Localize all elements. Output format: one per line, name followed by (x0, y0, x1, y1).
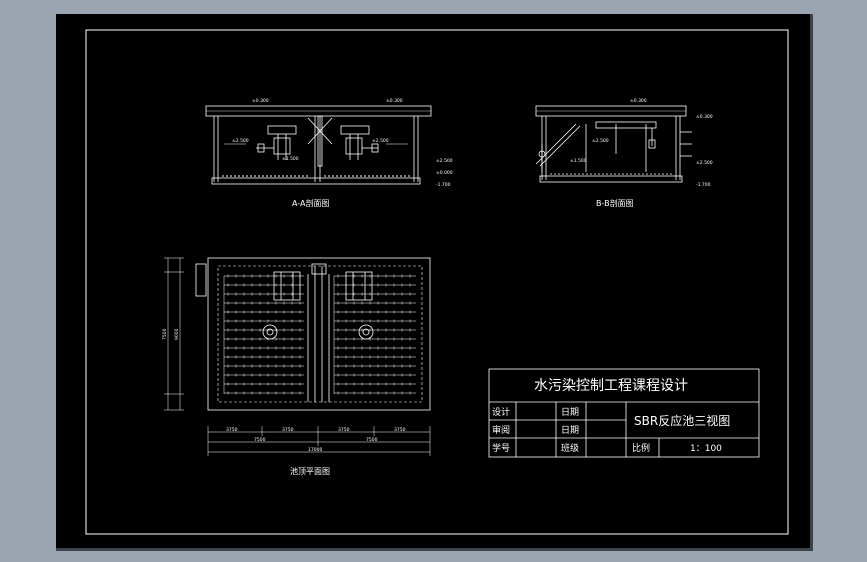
plan-dim-h-4: 3750 (394, 427, 406, 433)
title-label-date-1: 日期 (561, 407, 579, 418)
title-label-date-2: 日期 (561, 425, 579, 436)
title-label-class: 班级 (561, 442, 579, 454)
aa-elev-low: ±1.500 (282, 156, 299, 162)
cad-drawing-sheet: ±0.300 ±0.300 ±2.500 ±2.500 ±1.500 ±2.50… (56, 14, 813, 551)
aa-elev-water-right: ±2.500 (372, 138, 389, 144)
plan-dim-h-3: 3750 (338, 427, 350, 433)
plan-dim-mid-1: 7500 (254, 437, 266, 443)
bb-elev-right-3: -1.700 (696, 182, 711, 188)
plan-dim-h-2: 3750 (282, 427, 294, 433)
section-bb-caption: B-B剖面图 (596, 198, 634, 208)
plan-caption: 池顶平面图 (290, 466, 330, 476)
aa-elev-right-2: ±0.000 (436, 170, 453, 176)
aa-elev-top-right: ±0.300 (386, 98, 403, 104)
plan-view (195, 257, 431, 411)
title-label-student-id: 学号 (492, 442, 510, 454)
title-label-review: 审阅 (492, 424, 510, 436)
title-scale-value: 1：100 (690, 444, 722, 454)
aa-elev-right-3: -1.700 (436, 182, 451, 188)
bb-elev-right-2: ±2.500 (696, 160, 713, 166)
plan-horizontal-dimensions (207, 426, 431, 456)
section-aa-view (205, 105, 432, 185)
bb-elev-top: ±0.300 (630, 98, 647, 104)
plan-dim-vertical-outer: 7500 (162, 328, 168, 340)
drawing-frame (85, 29, 789, 535)
plan-dim-mid-2: 7500 (366, 437, 378, 443)
aa-elev-top-left: ±0.300 (252, 98, 269, 104)
title-project: 水污染控制工程课程设计 (534, 378, 688, 394)
aa-elev-right-1: ±2.500 (436, 158, 453, 164)
bb-elev-water: ±2.500 (592, 138, 609, 144)
title-label-design: 设计 (492, 406, 510, 418)
title-block (488, 368, 760, 458)
plan-dim-vertical-inner: 9000 (174, 328, 180, 340)
section-aa-caption: A-A剖面图 (292, 198, 329, 208)
bb-elev-right-1: ±0.300 (696, 114, 713, 120)
plan-dim-total: 17000 (308, 447, 322, 453)
plan-vertical-dimensions (164, 257, 184, 411)
bb-elev-low: ±1.500 (570, 158, 587, 164)
title-drawing-name: SBR反应池三视图 (634, 413, 730, 428)
section-bb-view (535, 105, 692, 183)
aa-elev-water-left: ±2.500 (232, 138, 249, 144)
drawing-canvas: ±0.300 ±0.300 ±2.500 ±2.500 ±1.500 ±2.50… (85, 29, 789, 535)
title-label-scale: 比例 (632, 442, 650, 454)
plan-dim-h-1: 3750 (226, 427, 238, 433)
